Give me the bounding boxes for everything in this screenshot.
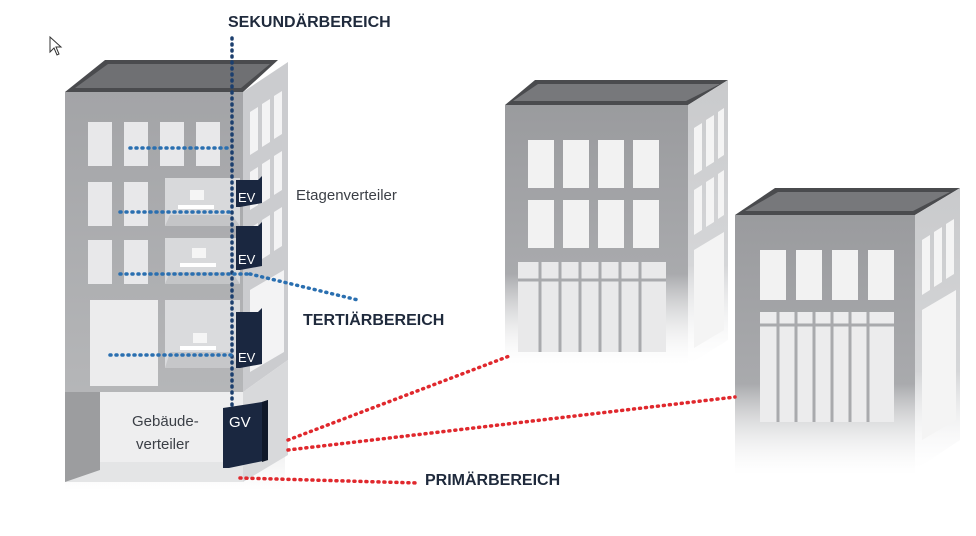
- primary-area-label: PRIMÄRBEREICH: [425, 472, 561, 489]
- gv-label: GV: [229, 414, 251, 431]
- secondary-area-label: SEKUNDÄRBEREICH: [228, 14, 391, 31]
- floor-distributor-cabinets: [236, 176, 262, 368]
- tertiary-lines: [108, 146, 360, 357]
- building-distributor-cabinet: [223, 400, 268, 468]
- primary-lines: [238, 353, 737, 485]
- building-distributor-label-line1: Gebäude-: [132, 413, 199, 430]
- floor-distributor-label: Etagenverteiler: [296, 187, 397, 204]
- ev-label-3: EV: [238, 350, 256, 365]
- ev-label-1: EV: [238, 190, 256, 205]
- building-distributor-label-line2: verteiler: [136, 436, 190, 453]
- tertiary-area-label: TERTIÄRBEREICH: [303, 312, 445, 329]
- building-2: [505, 80, 728, 365]
- ev-label-2: EV: [238, 252, 256, 267]
- building-3: [735, 188, 960, 475]
- mouse-pointer-icon: [49, 35, 63, 56]
